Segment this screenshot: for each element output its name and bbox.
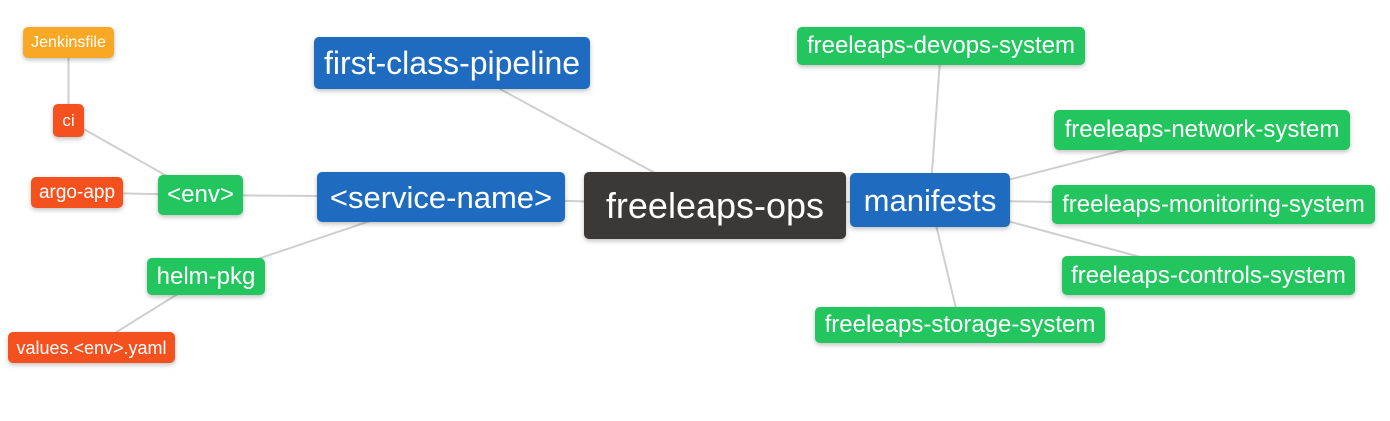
- node-service-name[interactable]: <service-name>: [317, 172, 565, 222]
- node-helm-pkg[interactable]: helm-pkg: [147, 258, 265, 295]
- node-freeleaps-ops[interactable]: freeleaps-ops: [584, 172, 846, 239]
- node-freeleaps-controls-system[interactable]: freeleaps-controls-system: [1062, 256, 1355, 295]
- node-env[interactable]: <env>: [158, 175, 243, 215]
- node-ci[interactable]: ci: [53, 104, 84, 137]
- node-first-class-pipeline[interactable]: first-class-pipeline: [314, 37, 590, 89]
- node-values-env-yaml[interactable]: values.<env>.yaml: [8, 332, 175, 363]
- node-manifests[interactable]: manifests: [850, 173, 1010, 227]
- node-freeleaps-storage-system[interactable]: freeleaps-storage-system: [815, 307, 1105, 343]
- node-jenkinsfile[interactable]: Jenkinsfile: [23, 27, 114, 58]
- node-argo-app[interactable]: argo-app: [31, 177, 123, 208]
- node-freeleaps-network-system[interactable]: freeleaps-network-system: [1054, 110, 1350, 150]
- node-freeleaps-monitoring-system[interactable]: freeleaps-monitoring-system: [1052, 185, 1375, 224]
- node-freeleaps-devops-system[interactable]: freeleaps-devops-system: [797, 27, 1085, 65]
